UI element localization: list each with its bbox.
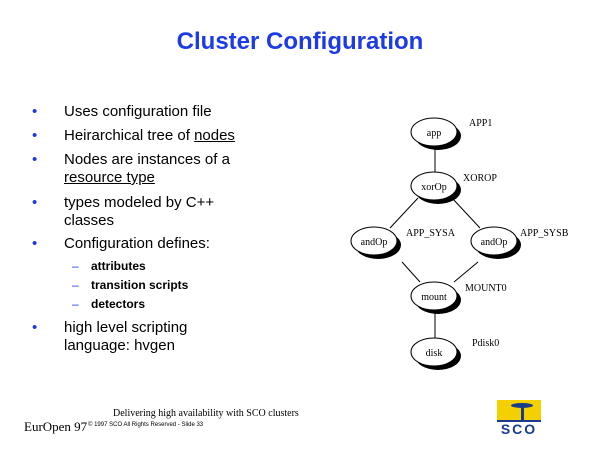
tree-edges bbox=[389, 146, 481, 338]
edge bbox=[401, 261, 421, 283]
node-type-label: app bbox=[427, 128, 441, 139]
footer-event: EurOpen 97 bbox=[24, 419, 88, 434]
tree-node-app1: app APP1 bbox=[410, 117, 492, 150]
bullet-text: classes bbox=[64, 212, 115, 229]
bullet-icon: • bbox=[32, 194, 38, 211]
edge bbox=[389, 197, 419, 229]
tree-node-mount0: mount MOUNT0 bbox=[410, 281, 507, 314]
subitem: attributes bbox=[91, 259, 146, 273]
logo-text: SCO bbox=[500, 421, 538, 437]
bullet-icon: • bbox=[32, 151, 38, 168]
node-name-label: APP1 bbox=[469, 118, 492, 129]
subitem: transition scripts bbox=[91, 278, 189, 292]
dash-icon: – bbox=[72, 297, 79, 311]
bullet-2: Heirarchical tree of nodes bbox=[64, 127, 235, 145]
bullet-text: Nodes are instances of a bbox=[64, 151, 230, 168]
slide-title: Cluster Configuration bbox=[176, 28, 424, 55]
node-name-label: Pdisk0 bbox=[472, 338, 499, 349]
bullet-underlined-term: resource type bbox=[64, 169, 155, 186]
node-ellipse bbox=[410, 337, 458, 367]
node-name-label: MOUNT0 bbox=[465, 283, 507, 294]
node-type-label: mount bbox=[421, 292, 447, 303]
bullet-text: Heirarchical tree of bbox=[64, 127, 195, 144]
bullet-icon: • bbox=[32, 319, 38, 336]
node-ellipse bbox=[350, 226, 398, 256]
subitem: detectors bbox=[91, 297, 146, 311]
bullet-text: types modeled by C++ bbox=[64, 194, 215, 211]
node-type-label: xorOp bbox=[421, 182, 447, 193]
bullet-text: language: hvgen bbox=[64, 337, 175, 354]
bullet-1: Uses configuration file bbox=[64, 103, 212, 120]
node-name-label: XOROP bbox=[463, 173, 497, 184]
node-ellipse bbox=[410, 117, 458, 147]
bullet-icon: • bbox=[32, 235, 38, 252]
bullet-icon: • bbox=[32, 103, 38, 120]
footer-copyright: © 1997 SCO All Rights Reserved - Slide 3… bbox=[88, 422, 204, 428]
bullet-4: types modeled by C++classes bbox=[64, 194, 214, 230]
tree-node-xorop: xorOp XOROP bbox=[410, 171, 497, 204]
node-ellipse bbox=[410, 281, 458, 311]
node-ellipse bbox=[410, 171, 458, 201]
node-ellipse bbox=[470, 226, 518, 256]
edge bbox=[453, 261, 479, 283]
tree-node-app_sysb: andOp APP_SYSB bbox=[470, 226, 569, 259]
node-name-label: APP_SYSB bbox=[520, 228, 569, 239]
dash-icon: – bbox=[72, 259, 79, 273]
footer-tagline: Delivering high availability with SCO cl… bbox=[113, 408, 299, 419]
bullet-underlined-term: nodes bbox=[194, 127, 235, 144]
tree-node-pdisk0: disk Pdisk0 bbox=[410, 337, 499, 370]
sco-logo: SCO bbox=[497, 400, 541, 437]
bullet-5: Configuration defines: bbox=[64, 235, 210, 252]
node-type-label: andOp bbox=[361, 237, 388, 248]
dash-icon: – bbox=[72, 278, 79, 292]
edge bbox=[451, 197, 481, 229]
node-name-label: APP_SYSA bbox=[406, 228, 456, 239]
bullet-icon: • bbox=[32, 127, 38, 144]
bullet-text: high level scripting bbox=[64, 319, 188, 336]
tree-node-app_sysa: andOp APP_SYSA bbox=[350, 226, 456, 259]
node-type-label: andOp bbox=[481, 237, 508, 248]
node-type-label: disk bbox=[426, 348, 443, 359]
